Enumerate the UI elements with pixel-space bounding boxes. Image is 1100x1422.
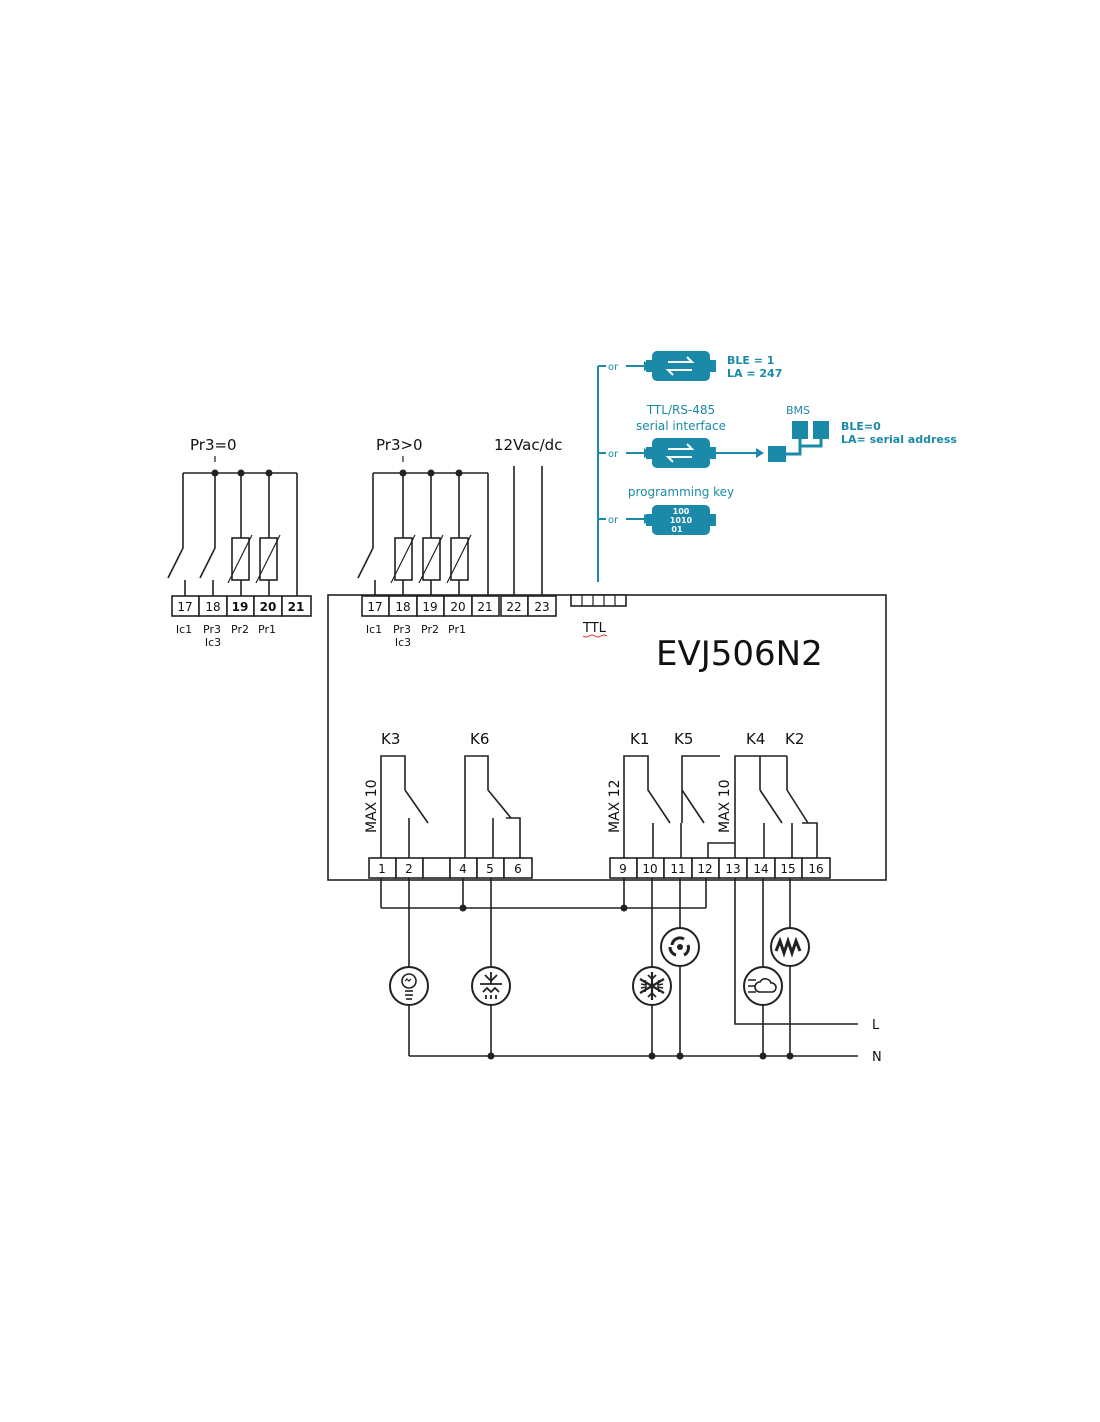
mid-label-ic1: Ic1 xyxy=(366,623,382,636)
light-bulb-icon xyxy=(389,966,429,1006)
left-label-ic3: Ic3 xyxy=(205,636,221,649)
bms-label: BMS xyxy=(786,404,810,417)
defrost-icon xyxy=(471,966,511,1006)
ble-line1: BLE = 1 xyxy=(727,354,774,367)
bms-network-icon xyxy=(768,421,829,462)
left-terminal-strip: 17 18 19 20 21 xyxy=(171,595,312,617)
mid-terminal-23: 23 xyxy=(534,600,549,614)
ble-line2: LA = 247 xyxy=(727,367,782,380)
left-terminal-21: 21 xyxy=(288,600,305,614)
or-label-2: or xyxy=(608,449,619,460)
terminal-10: 10 xyxy=(642,862,657,876)
or-label-1: or xyxy=(608,362,619,373)
line-n-label: N xyxy=(872,1050,882,1065)
programming-key-icon: 100 1010 01 xyxy=(646,505,716,535)
mid-terminal-strip: 17 18 19 20 21 22 23 xyxy=(361,595,557,617)
mid-terminal-19: 19 xyxy=(422,600,437,614)
left-label-pr3: Pr3 xyxy=(203,623,221,636)
mid-label-ic3: Ic3 xyxy=(395,636,411,649)
max12-label: MAX 12 xyxy=(607,779,623,833)
mid-block: Pr3>0 12Vac/dc xyxy=(357,436,562,649)
terminal-2: 2 xyxy=(405,862,413,876)
model-name: EVJ506N2 xyxy=(656,634,823,674)
terminal-9: 9 xyxy=(619,862,627,876)
mid-label-pr1: Pr1 xyxy=(448,623,466,636)
serial-interface-icon xyxy=(646,438,716,468)
mid-label-pr2: Pr2 xyxy=(421,623,439,636)
left-terminal-18: 18 xyxy=(205,600,220,614)
terminal-1: 1 xyxy=(378,862,386,876)
bottom-terminal-strip: 1 2 4 5 6 9 10 11 12 13 14 15 16 xyxy=(368,857,831,879)
progkey-bits-3: 01 xyxy=(671,525,683,534)
terminal-4: 4 xyxy=(459,862,467,876)
max10-label-b: MAX 10 xyxy=(717,779,733,833)
relay-k6-label: K6 xyxy=(470,730,489,748)
or-label-3: or xyxy=(608,515,619,526)
progkey-label: programming key xyxy=(628,485,734,499)
left-terminal-19: 19 xyxy=(232,600,249,614)
relay-k5-label: K5 xyxy=(674,730,693,748)
mid-block-title: Pr3>0 xyxy=(376,436,423,454)
progkey-bits-1: 100 xyxy=(673,507,690,516)
bms-line2: LA= serial address xyxy=(841,433,957,446)
progkey-bits-2: 1010 xyxy=(670,516,693,525)
terminal-11: 11 xyxy=(670,862,685,876)
mid-terminal-17: 17 xyxy=(367,600,382,614)
line-l-label: L xyxy=(872,1018,880,1033)
left-terminal-17: 17 xyxy=(177,600,192,614)
terminal-12: 12 xyxy=(697,862,712,876)
left-label-pr2: Pr2 xyxy=(231,623,249,636)
relay-k1-label: K1 xyxy=(630,730,649,748)
evaporator-fan-icon xyxy=(660,927,700,967)
terminal-14: 14 xyxy=(753,862,768,876)
left-label-ic1: Ic1 xyxy=(176,623,192,636)
mid-label-pr3: Pr3 xyxy=(393,623,411,636)
ttl-options: or or or BLE = 1 LA = 247 TTL/RS-485 ser… xyxy=(597,351,957,582)
serial-line1: TTL/RS-485 xyxy=(646,403,715,417)
relay-k3-label: K3 xyxy=(381,730,400,748)
relay-k2-label: K2 xyxy=(785,730,804,748)
terminal-16: 16 xyxy=(808,862,823,876)
terminal-15: 15 xyxy=(780,862,795,876)
terminal-6: 6 xyxy=(514,862,522,876)
heater-icon xyxy=(770,927,810,967)
mid-terminal-18: 18 xyxy=(395,600,410,614)
external-wiring: L N xyxy=(380,878,882,1065)
ble-module-icon xyxy=(646,351,716,381)
terminal-13: 13 xyxy=(725,862,740,876)
ttl-port: TTL xyxy=(570,594,627,638)
terminal-5: 5 xyxy=(486,862,494,876)
condenser-fan-icon xyxy=(743,966,783,1006)
left-label-pr1: Pr1 xyxy=(258,623,276,636)
left-block-title: Pr3=0 xyxy=(190,436,237,454)
compressor-snowflake-icon xyxy=(632,966,672,1006)
relay-k4-label: K4 xyxy=(746,730,765,748)
max10-label-a: MAX 10 xyxy=(364,779,380,833)
left-block: Pr3=0 17 18 xyxy=(167,436,312,649)
mid-terminal-20: 20 xyxy=(450,600,465,614)
bms-line1: BLE=0 xyxy=(841,420,881,433)
relays: K3 K6 K1 K5 K4 K2 MAX 10 MAX 12 MAX 10 xyxy=(364,730,818,858)
left-terminal-20: 20 xyxy=(260,600,277,614)
mid-terminal-22: 22 xyxy=(506,600,521,614)
ttl-label: TTL xyxy=(582,621,607,636)
serial-line2: serial interface xyxy=(636,419,726,433)
mid-terminal-21: 21 xyxy=(477,600,492,614)
supply-label: 12Vac/dc xyxy=(494,436,562,454)
